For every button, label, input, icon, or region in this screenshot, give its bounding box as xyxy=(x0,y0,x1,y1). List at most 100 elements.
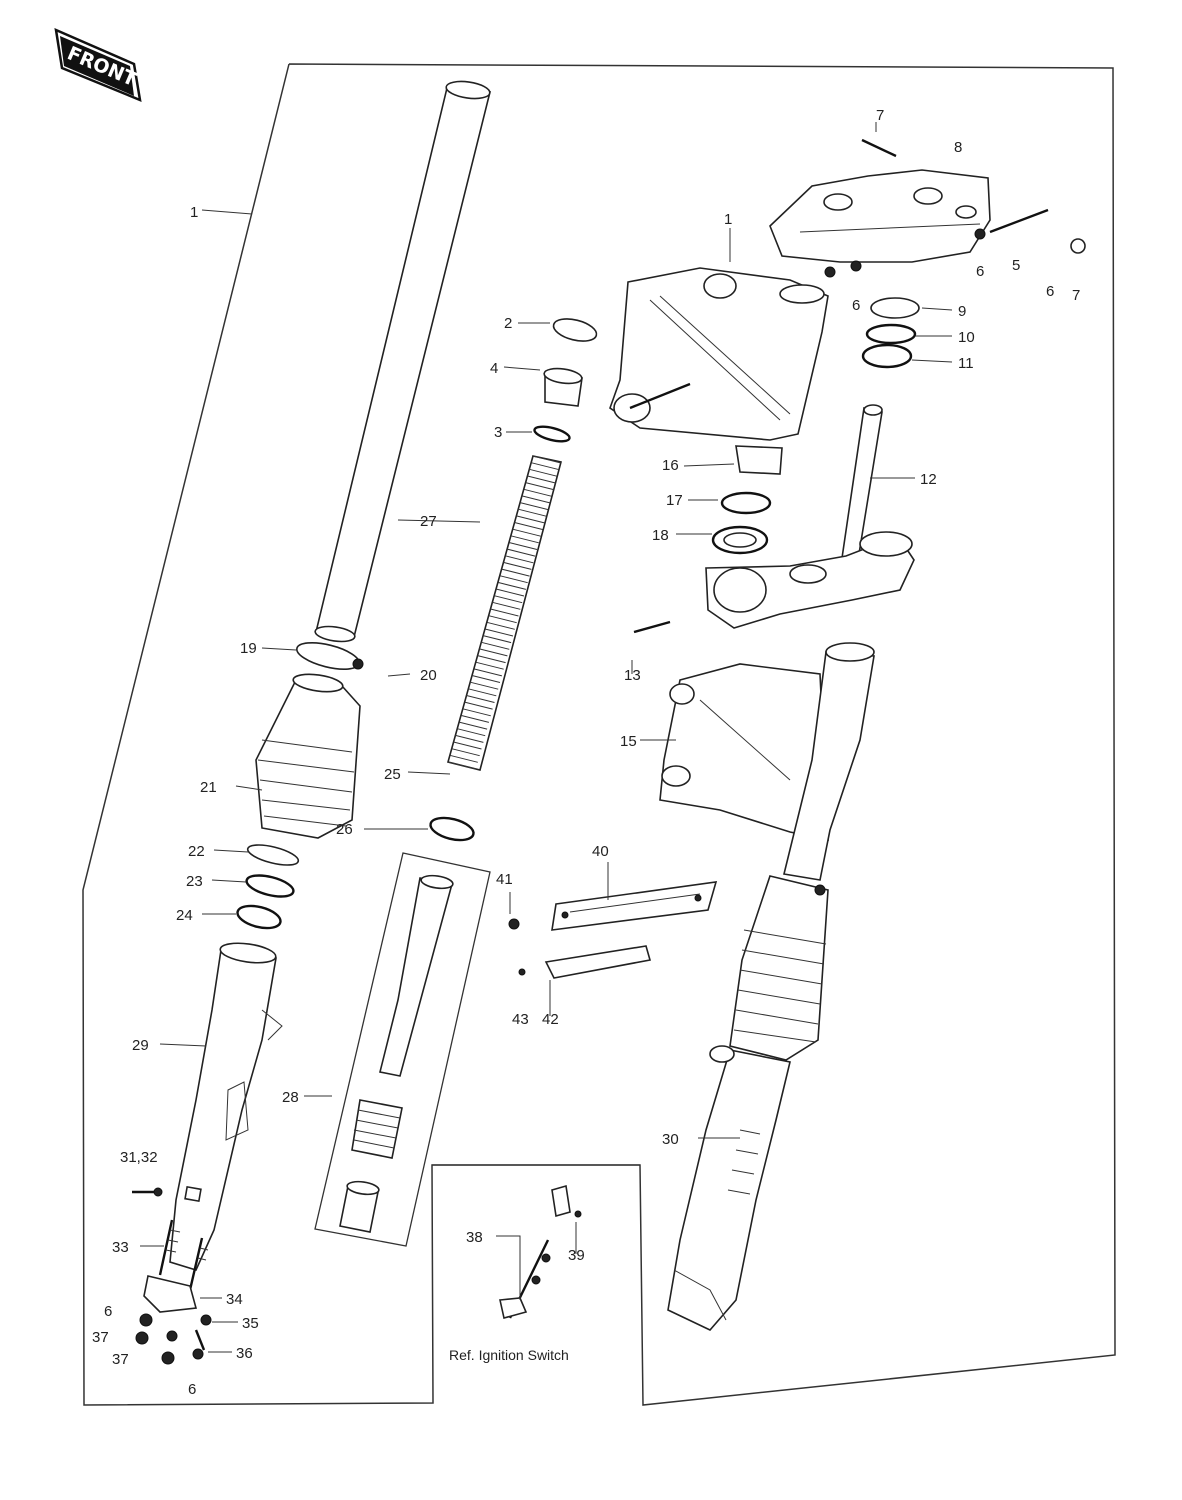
nut-37b xyxy=(161,1351,175,1365)
ignition-switch-bracket xyxy=(499,1184,571,1319)
pinch-bolt xyxy=(633,620,671,634)
top-cap xyxy=(552,318,598,342)
axle-studs xyxy=(158,1219,209,1291)
callout-12: 12 xyxy=(920,471,937,488)
o-ring xyxy=(533,425,571,443)
oil-seal xyxy=(236,904,282,930)
bearing-cone xyxy=(735,445,783,475)
inset-caption: Ref. Ignition Switch xyxy=(449,1347,569,1363)
nut-43 xyxy=(518,968,526,976)
callout-2: 2 xyxy=(504,315,512,332)
top-plug xyxy=(543,367,583,407)
handlebar-holder xyxy=(769,169,991,263)
reflector xyxy=(544,945,652,979)
reflector-bracket xyxy=(551,881,718,931)
fork-boot xyxy=(255,673,361,839)
steering-adjust-nut xyxy=(861,343,913,369)
right-outer-tube xyxy=(667,1045,791,1331)
callout-25-spring: 25 xyxy=(384,766,401,783)
upper-fork-bracket xyxy=(609,267,829,441)
steering-lock-washer xyxy=(865,323,917,345)
damper-cylinder-box xyxy=(314,852,491,1247)
washer-6 xyxy=(139,1313,153,1327)
callout-17: 17 xyxy=(666,492,683,509)
nut-36a xyxy=(166,1330,178,1342)
callout-41: 41 xyxy=(496,871,513,888)
callout-22: 22 xyxy=(188,843,205,860)
callout-23: 23 xyxy=(186,873,203,890)
retaining-ring xyxy=(245,874,295,898)
bearing-outer-race xyxy=(711,525,769,555)
callout-37a: 37 xyxy=(92,1329,109,1346)
nut-6-right xyxy=(974,228,986,240)
callout-labels: 1 1 2 3 4 5 6 6 6 6 6 7 7 8 9 10 11 12 1… xyxy=(92,107,1080,1398)
diagram-frame xyxy=(82,63,1116,1406)
callout-38: 38 xyxy=(466,1229,483,1246)
callout-6c: 6 xyxy=(1046,283,1054,300)
callout-18: 18 xyxy=(652,527,669,544)
nut-36b xyxy=(192,1348,204,1360)
callout-35: 35 xyxy=(242,1315,259,1332)
callout-7b: 7 xyxy=(1072,287,1080,304)
callout-34: 34 xyxy=(226,1291,243,1308)
callout-1-tube: 1 xyxy=(190,204,198,221)
callout-30: 30 xyxy=(662,1131,679,1148)
spring-seat xyxy=(429,816,475,842)
callout-20: 20 xyxy=(420,667,437,684)
callout-21: 21 xyxy=(200,779,217,796)
callout-37b: 37 xyxy=(112,1351,129,1368)
callout-24: 24 xyxy=(176,907,193,924)
callout-43: 43 xyxy=(512,1011,529,1028)
nut-6a xyxy=(824,266,836,278)
washer-7 xyxy=(1070,238,1086,254)
callout-7a: 7 xyxy=(876,107,884,124)
fork-spring xyxy=(447,455,562,771)
right-fork-bracket xyxy=(659,663,829,841)
callout-3: 3 xyxy=(494,424,502,441)
holder-bolt xyxy=(861,138,897,158)
right-inner-tube xyxy=(783,642,875,881)
callout-26: 26 xyxy=(336,821,353,838)
axle-holder xyxy=(143,1275,198,1313)
callout-39: 39 xyxy=(568,1247,585,1264)
callout-36: 36 xyxy=(236,1345,253,1362)
callout-5: 5 xyxy=(1012,257,1020,274)
callout-6a: 6 xyxy=(976,263,984,280)
screw-41 xyxy=(508,918,520,930)
callout-8: 8 xyxy=(954,139,962,156)
nut-35 xyxy=(200,1314,212,1326)
steering-stem-nut xyxy=(870,297,920,319)
inner-fork-tube xyxy=(314,80,492,643)
callout-1-bracket: 1 xyxy=(724,211,732,228)
callout-10: 10 xyxy=(958,329,975,346)
callout-9: 9 xyxy=(958,303,966,320)
clamp-bolt xyxy=(989,208,1049,234)
callout-31-32: 31,32 xyxy=(120,1149,158,1166)
outer-fork-tube xyxy=(169,942,283,1271)
stud-36 xyxy=(194,1329,206,1351)
callout-40: 40 xyxy=(592,843,609,860)
drain-bolt xyxy=(132,1187,163,1197)
callout-33: 33 xyxy=(112,1239,129,1256)
nut-37a xyxy=(135,1331,149,1345)
callout-6d: 6 xyxy=(104,1303,112,1320)
screw-39 xyxy=(574,1210,582,1218)
ball-bearing xyxy=(720,491,772,515)
callout-4: 4 xyxy=(490,360,498,377)
callout-11: 11 xyxy=(958,355,974,372)
callout-16: 16 xyxy=(662,457,679,474)
callout-29: 29 xyxy=(132,1037,149,1054)
leader-lines xyxy=(140,122,953,1353)
nut-6b xyxy=(850,260,862,272)
callout-42: 42 xyxy=(542,1011,559,1028)
dust-seal xyxy=(246,844,300,866)
callout-19: 19 xyxy=(240,640,257,657)
callout-27: 27 xyxy=(420,513,437,530)
callout-6e: 6 xyxy=(188,1381,196,1398)
callout-15: 15 xyxy=(620,733,637,750)
front-direction-badge: FRONT xyxy=(54,27,142,103)
callout-6b: 6 xyxy=(852,297,860,314)
callout-13: 13 xyxy=(624,667,641,684)
steering-stem-lower-bracket xyxy=(705,404,915,629)
